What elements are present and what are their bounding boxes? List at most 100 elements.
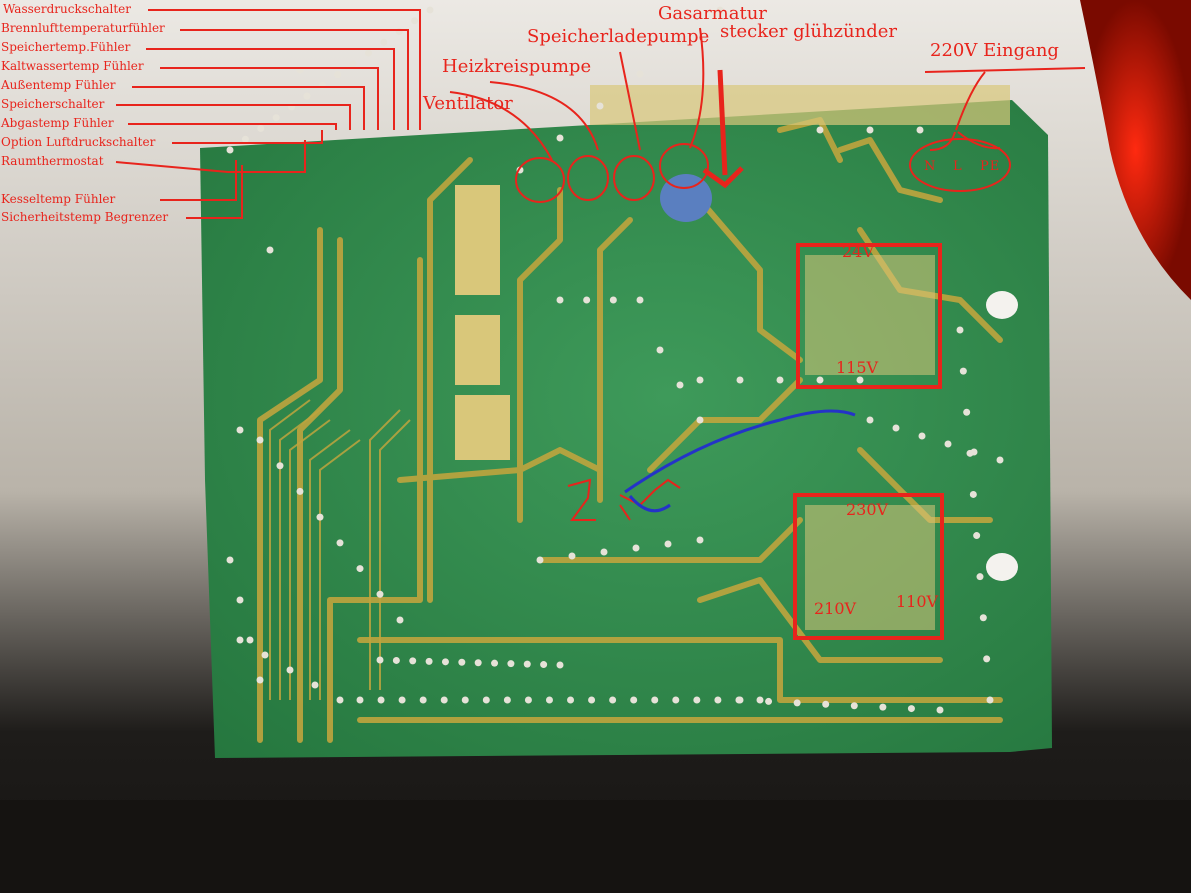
solder-joint	[303, 92, 311, 100]
solder-joint	[380, 38, 388, 46]
solder-joint	[976, 573, 984, 581]
solder-joint	[419, 696, 427, 704]
solder-joint	[630, 696, 638, 704]
solder-joint	[636, 70, 644, 78]
solder-joint	[376, 590, 384, 598]
solder-joint	[474, 659, 482, 667]
solder-joint	[398, 696, 406, 704]
solder-joint	[396, 616, 404, 624]
solder-joint	[256, 436, 264, 444]
solder-joint	[632, 544, 640, 552]
standoff	[986, 553, 1018, 581]
solder-joint	[523, 660, 531, 668]
solder-joint	[636, 296, 644, 304]
solder-joint	[776, 376, 784, 384]
solder-joint	[609, 296, 617, 304]
solder-joint	[918, 432, 926, 440]
solder-joint	[856, 376, 864, 384]
label-gasarmatur: Gasarmatur	[658, 3, 767, 24]
solder-joint	[944, 440, 952, 448]
label-transformer1-24v: 24V	[842, 242, 874, 261]
solder-joint	[656, 346, 664, 354]
solder-joint	[356, 696, 364, 704]
solder-joint	[296, 487, 304, 495]
solder-joint	[979, 614, 987, 622]
solder-joint	[568, 552, 576, 560]
red-annotations	[115, 9, 1086, 640]
label-speichertemp-fuehler: Speichertemp.Fühler	[1, 40, 131, 54]
solder-joint	[266, 246, 274, 254]
solder-joint	[736, 696, 744, 704]
solder-joint	[556, 296, 564, 304]
solder-joint	[256, 676, 264, 684]
solder-joint	[482, 696, 490, 704]
label-wasserdruckschalter: Wasserdruckschalter	[3, 2, 131, 16]
label-sicherheitstemp-begrenzer: Sicherheitstemp Begrenzer	[1, 210, 169, 224]
solder-joint	[850, 702, 858, 710]
solder-joint	[226, 556, 234, 564]
label-speicherschalter: Speicherschalter	[1, 97, 105, 111]
label-speicherladepumpe: Speicherladepumpe	[527, 26, 710, 47]
solder-joint	[588, 696, 596, 704]
solder-joint	[440, 696, 448, 704]
solder-joint	[907, 705, 915, 713]
label-stecker-gluehzuender: stecker glühzünder	[720, 21, 898, 42]
label-transformer1-115v: 115V	[836, 358, 879, 377]
solder-joint	[866, 126, 874, 134]
solder-joint	[246, 636, 254, 644]
solder-joint	[879, 703, 887, 711]
solder-joint	[336, 539, 344, 547]
solder-joint	[716, 6, 724, 14]
label-abgastemp-fuehler: Abgastemp Fühler	[1, 116, 114, 130]
label-pin-pe: PE	[980, 159, 1001, 174]
solder-joint	[866, 416, 874, 424]
solder-joint	[609, 696, 617, 704]
solder-joint	[545, 696, 553, 704]
label-kesseltemp-fuehler: Kesseltemp Fühler	[1, 192, 116, 206]
solder-joint	[441, 658, 449, 666]
solder-joint	[916, 126, 924, 134]
solder-joint	[714, 696, 722, 704]
solder-joint	[696, 536, 704, 544]
red-object-corner	[1080, 0, 1191, 300]
solder-joint	[956, 326, 964, 334]
solder-joint	[316, 513, 324, 521]
solder-joint	[556, 134, 564, 142]
solder-joint	[672, 696, 680, 704]
solder-joint	[503, 696, 511, 704]
solder-joint	[567, 696, 575, 704]
solder-joint	[426, 6, 434, 14]
solder-joint	[507, 660, 515, 668]
solder-joint	[261, 651, 269, 659]
solder-joint	[349, 60, 357, 68]
solder-joint	[651, 696, 659, 704]
solder-joint	[816, 376, 824, 384]
solder-joint	[986, 696, 994, 704]
solder-joint	[286, 666, 294, 674]
solder-joint	[311, 681, 319, 689]
solder-joint	[356, 565, 364, 573]
solder-joint	[816, 126, 824, 134]
label-ventilator: Ventilator	[423, 93, 513, 114]
solder-joint	[377, 696, 385, 704]
solder-joint	[257, 124, 265, 132]
solder-joint	[936, 706, 944, 714]
label-raumthermostat: Raumthermostat	[1, 154, 104, 168]
solder-joint	[600, 548, 608, 556]
solder-joint	[969, 490, 977, 498]
label-transformer2-110v: 110V	[896, 592, 939, 611]
solder-joint	[336, 696, 344, 704]
label-aussentemp-fuehler: Außentemp Fühler	[1, 78, 116, 92]
solder-joint	[226, 146, 234, 154]
solder-joint	[676, 381, 684, 389]
solder-joint	[364, 49, 372, 57]
solder-joint	[696, 416, 704, 424]
solder-joint	[334, 71, 342, 79]
solder-joint	[392, 656, 400, 664]
solder-joint	[963, 408, 971, 416]
solder-joint	[276, 462, 284, 470]
label-pin-n: N	[924, 159, 937, 174]
solder-joint	[409, 657, 417, 665]
